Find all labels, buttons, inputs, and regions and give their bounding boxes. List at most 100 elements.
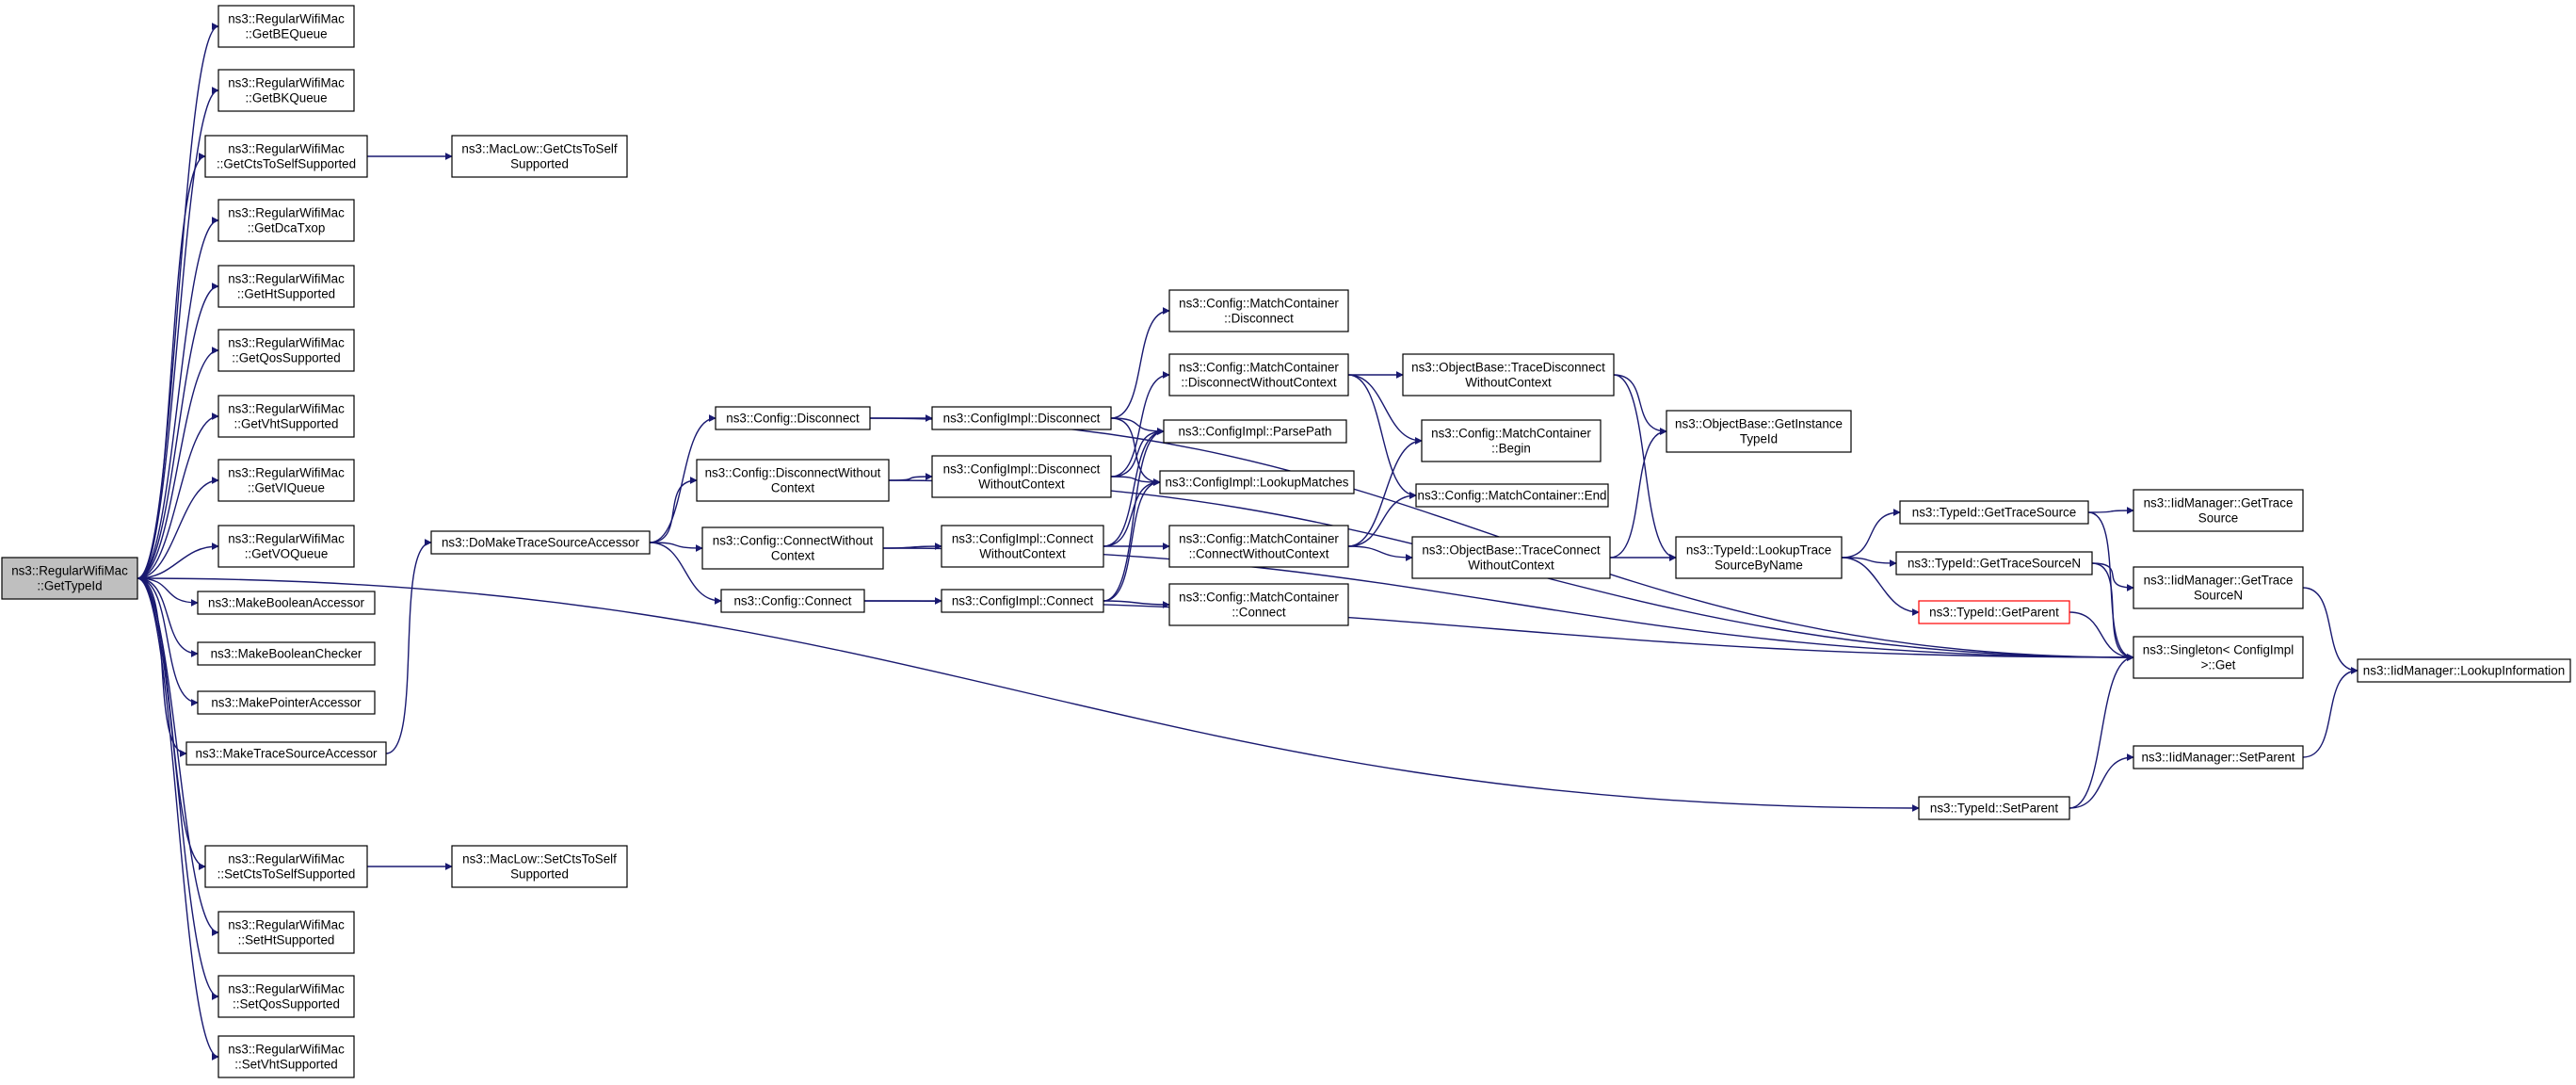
node-configImplLookupMatches[interactable]: ns3::ConfigImpl::LookupMatches bbox=[1159, 470, 1355, 494]
node-getVIQueue[interactable]: ns3::RegularWifiMac::GetVIQueue bbox=[217, 459, 355, 502]
edge-typeIdLookupTrace-to-typeIdGetTraceSourceN bbox=[1841, 557, 1897, 567]
node-makeTraceSourceAccessor[interactable]: ns3::MakeTraceSourceAccessor bbox=[185, 741, 387, 766]
node-mcBegin[interactable]: ns3::Config::MatchContainer::Begin bbox=[1421, 419, 1602, 462]
edge-configConnectWithoutContext-to-singletonGet bbox=[882, 547, 2134, 661]
node-makePointerAccessor[interactable]: ns3::MakePointerAccessor bbox=[197, 690, 376, 715]
node-label: ns3::ConfigImpl::ParsePath bbox=[1178, 425, 1331, 439]
node-box bbox=[701, 526, 884, 570]
node-label: ns3::Config::ConnectWithout bbox=[713, 534, 874, 548]
node-label: ::GetQosSupported bbox=[232, 351, 340, 365]
edge-mcConnectWithoutContext-to-mcBegin bbox=[1347, 437, 1423, 547]
node-box bbox=[931, 455, 1112, 498]
node-getHtSupported[interactable]: ns3::RegularWifiMac::GetHtSupported bbox=[217, 265, 355, 308]
node-getDcaTxop[interactable]: ns3::RegularWifiMac::GetDcaTxop bbox=[217, 199, 355, 242]
node-box bbox=[451, 135, 628, 178]
edge-typeIdSetParent-to-iidSetParent bbox=[2069, 753, 2134, 809]
node-iidGetTraceSourceN[interactable]: ns3::IidManager::GetTraceSourceN bbox=[2133, 566, 2304, 609]
node-label: ns3::MakeBooleanChecker bbox=[211, 647, 362, 661]
node-typeIdGetTraceSource[interactable]: ns3::TypeId::GetTraceSource bbox=[1899, 500, 2089, 525]
node-configImplConnectWithoutContext[interactable]: ns3::ConfigImpl::ConnectWithoutContext bbox=[941, 525, 1104, 568]
edge-doMakeTraceSourceAccessor-to-configDisconnectWithoutContext bbox=[649, 477, 698, 543]
node-getTypeId[interactable]: ns3::RegularWifiMac::GetTypeId bbox=[1, 557, 138, 600]
edge-typeIdGetTraceSourceN-to-singletonGet bbox=[2091, 562, 2134, 661]
node-iidGetTraceSource[interactable]: ns3::IidManager::GetTraceSource bbox=[2133, 489, 2304, 532]
edge-configImplDisconnect-to-configImplLookupMatches bbox=[1110, 417, 1161, 486]
node-getBKQueue[interactable]: ns3::RegularWifiMac::GetBKQueue bbox=[217, 69, 355, 112]
node-label: Context bbox=[771, 549, 814, 563]
node-typeIdSetParent[interactable]: ns3::TypeId::SetParent bbox=[1918, 796, 2070, 820]
node-box bbox=[1168, 353, 1349, 397]
node-mcDisconnect[interactable]: ns3::Config::MatchContainer::Disconnect bbox=[1168, 289, 1349, 332]
node-box bbox=[197, 641, 376, 666]
node-macLowGetCtsToSelf[interactable]: ns3::MacLow::GetCtsToSelfSupported bbox=[451, 135, 628, 178]
node-label: Supported bbox=[510, 157, 569, 171]
edge-configImplDisconnectWithoutContext-to-configImplParsePath bbox=[1110, 428, 1165, 478]
node-typeIdGetParent[interactable]: ns3::TypeId::GetParent bbox=[1918, 600, 2070, 624]
node-iidLookupInformation[interactable]: ns3::IidManager::LookupInformation bbox=[2357, 658, 2571, 683]
edge-makeTraceSourceAccessor-to-doMakeTraceSourceAccessor bbox=[385, 539, 432, 754]
node-getVhtSupported[interactable]: ns3::RegularWifiMac::GetVhtSupported bbox=[217, 395, 355, 438]
node-configConnectWithoutContext[interactable]: ns3::Config::ConnectWithoutContext bbox=[701, 526, 884, 570]
node-label: ns3::IidManager::GetTrace bbox=[2144, 496, 2294, 510]
node-label: ns3::RegularWifiMac bbox=[228, 982, 345, 996]
node-label: ns3::Config::DisconnectWithout bbox=[705, 466, 881, 480]
node-label: ::GetDcaTxop bbox=[248, 221, 326, 235]
node-box bbox=[720, 589, 865, 613]
node-getCtsToSelfSupported[interactable]: ns3::RegularWifiMac::GetCtsToSelfSupport… bbox=[204, 135, 368, 178]
node-configImplDisconnect[interactable]: ns3::ConfigImpl::Disconnect bbox=[931, 406, 1112, 430]
node-setVhtSupported[interactable]: ns3::RegularWifiMac::SetVhtSupported bbox=[217, 1035, 355, 1078]
node-obTraceDisconnect[interactable]: ns3::ObjectBase::TraceDisconnectWithoutC… bbox=[1402, 353, 1615, 397]
node-label: ::SetCtsToSelfSupported bbox=[217, 867, 356, 882]
node-label: ns3::ObjectBase::GetInstance bbox=[1675, 417, 1843, 431]
node-box bbox=[1415, 483, 1609, 508]
node-mcEnd[interactable]: ns3::Config::MatchContainer::End bbox=[1415, 483, 1609, 508]
node-label: WithoutContext bbox=[979, 547, 1066, 561]
node-mcConnectWithoutContext[interactable]: ns3::Config::MatchContainer::ConnectWith… bbox=[1168, 525, 1349, 568]
node-configImplDisconnectWithoutContext[interactable]: ns3::ConfigImpl::DisconnectWithoutContex… bbox=[931, 455, 1112, 498]
node-setQosSupported[interactable]: ns3::RegularWifiMac::SetQosSupported bbox=[217, 975, 355, 1018]
node-setHtSupported[interactable]: ns3::RegularWifiMac::SetHtSupported bbox=[217, 911, 355, 954]
edge-typeIdGetTraceSource-to-iidGetTraceSource bbox=[2087, 507, 2134, 515]
node-box bbox=[931, 406, 1112, 430]
node-label: ::GetVOQueue bbox=[245, 547, 329, 561]
node-label: ns3::IidManager::SetParent bbox=[2141, 751, 2294, 765]
node-getBEQueue[interactable]: ns3::RegularWifiMac::GetBEQueue bbox=[217, 5, 355, 48]
node-makeBooleanAccessor[interactable]: ns3::MakeBooleanAccessor bbox=[197, 591, 376, 615]
node-label: ::GetCtsToSelfSupported bbox=[217, 157, 356, 171]
node-label: ns3::RegularWifiMac bbox=[228, 12, 345, 26]
node-doMakeTraceSourceAccessor[interactable]: ns3::DoMakeTraceSourceAccessor bbox=[430, 530, 651, 555]
node-getQosSupported[interactable]: ns3::RegularWifiMac::GetQosSupported bbox=[217, 329, 355, 372]
node-typeIdGetTraceSourceN[interactable]: ns3::TypeId::GetTraceSourceN bbox=[1895, 551, 2093, 575]
node-box bbox=[2133, 636, 2304, 679]
edge-configImplConnectWithoutContext-to-configImplParsePath bbox=[1103, 428, 1165, 547]
node-box bbox=[1159, 470, 1355, 494]
node-box bbox=[185, 741, 387, 766]
node-configDisconnectWithoutContext[interactable]: ns3::Config::DisconnectWithoutContext bbox=[696, 459, 890, 502]
edges-layer bbox=[137, 23, 2359, 1061]
node-singletonGet[interactable]: ns3::Singleton< ConfigImpl >::Get bbox=[2133, 636, 2304, 679]
node-makeBooleanChecker[interactable]: ns3::MakeBooleanChecker bbox=[197, 641, 376, 666]
node-configImplConnect[interactable]: ns3::ConfigImpl::Connect bbox=[941, 589, 1104, 613]
edge-doMakeTraceSourceAccessor-to-configConnect bbox=[649, 542, 722, 605]
node-mcConnect[interactable]: ns3::Config::MatchContainer::Connect bbox=[1168, 583, 1349, 626]
node-configImplParsePath[interactable]: ns3::ConfigImpl::ParsePath bbox=[1163, 419, 1347, 444]
node-iidSetParent[interactable]: ns3::IidManager::SetParent bbox=[2133, 745, 2304, 769]
node-setCtsToSelfSupported[interactable]: ns3::RegularWifiMac::SetCtsToSelfSupport… bbox=[204, 845, 368, 888]
node-configConnect[interactable]: ns3::Config::Connect bbox=[720, 589, 865, 613]
node-mcDisconnectWithoutContext[interactable]: ns3::Config::MatchContainer::DisconnectW… bbox=[1168, 353, 1349, 397]
node-box bbox=[2357, 658, 2571, 683]
node-getVOQueue[interactable]: ns3::RegularWifiMac::GetVOQueue bbox=[217, 525, 355, 568]
node-label: ns3::RegularWifiMac bbox=[228, 918, 345, 932]
edge-obTraceDisconnect-to-typeIdLookupTrace bbox=[1613, 374, 1677, 561]
edge-getTypeId-to-getCtsToSelfSupported bbox=[137, 153, 206, 579]
edge-configImplConnectWithoutContext-to-configImplLookupMatches bbox=[1103, 478, 1161, 547]
node-obTraceConnect[interactable]: ns3::ObjectBase::TraceConnectWithoutCont… bbox=[1411, 536, 1611, 579]
edge-obTraceConnect-to-obGetInstanceTypeId bbox=[1609, 428, 1667, 559]
node-configDisconnect[interactable]: ns3::Config::Disconnect bbox=[715, 406, 871, 430]
node-box bbox=[2133, 566, 2304, 609]
node-label: SourceN bbox=[2194, 589, 2243, 603]
node-macLowSetCtsToSelf[interactable]: ns3::MacLow::SetCtsToSelfSupported bbox=[451, 845, 628, 888]
